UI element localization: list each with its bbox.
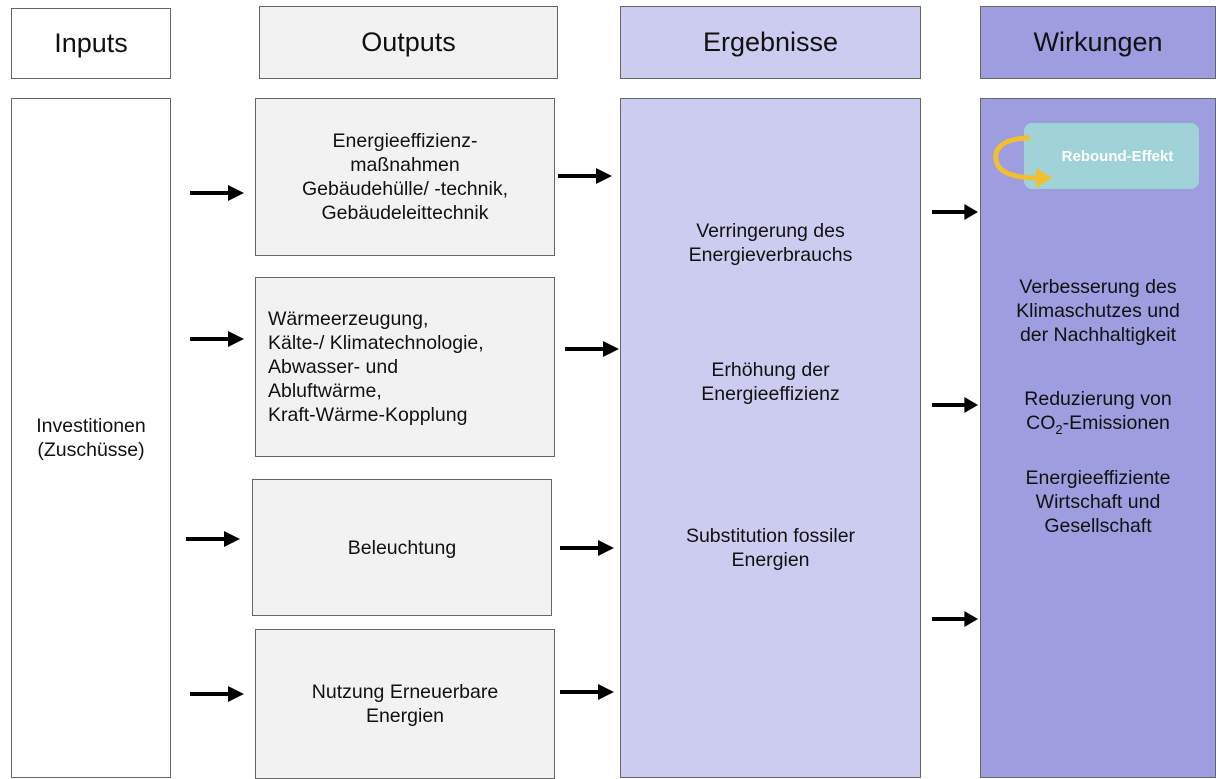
header-outputs: Outputs [259,6,558,79]
rebound-effekt-badge: Rebound-Effekt [1024,123,1199,189]
wirkung-line: Wirtschaft und [1035,491,1161,513]
arrow-right-icon [932,204,978,220]
output-line: Gebäudehülle/ -technik, [302,178,508,200]
header-inputs: Inputs [11,8,171,79]
output-line: maßnahmen [350,154,460,176]
output-box-energieeffizienz: Energieeffizienz- maßnahmen Gebäudehülle… [255,98,555,256]
emissionen-text: -Emissionen [1062,412,1170,434]
wirkung-line: Verbesserung des [1019,276,1177,298]
inputs-line: (Zuschüsse) [37,439,145,461]
output-box-erneuerbare: Nutzung Erneuerbare Energien [255,629,555,779]
ergebnis-item: Substitution fossiler Energien [621,524,920,572]
arrow-right-icon [932,397,978,413]
output-line: Kälte-/ Klimatechnologie, [268,332,484,354]
ergebnis-line: Energieverbrauchs [688,244,853,266]
ergebnis-item: Erhöhung der Energieeffizienz [621,358,920,406]
wirkung-wirtschaft: Energieeffiziente Wirtschaft und Gesells… [981,466,1215,538]
output-line: Abluftwärme, [268,380,382,402]
co2-subscript: 2 [1055,421,1063,437]
wirkung-klimaschutz: Verbesserung des Klimaschutzes und der N… [981,275,1215,347]
output-line: Wärmeerzeugung, [268,308,429,330]
arrow-right-icon [558,168,612,184]
wirkung-line: Energieeffiziente [1025,467,1171,489]
ergebnis-line: Energieeffizienz [701,383,840,405]
wirkung-line: Klimaschutzes und [1016,300,1180,322]
ergebnis-item: Verringerung des Energieverbrauchs [621,219,920,267]
output-line: Abwasser- und [268,356,399,378]
header-wirkungen: Wirkungen [980,6,1216,79]
output-line: Energien [365,705,445,727]
ergebnisse-column: Verringerung des Energieverbrauchs Erhöh… [620,98,921,778]
header-ergebnisse: Ergebnisse [620,6,921,79]
inputs-line: Investitionen [36,415,146,437]
wirkung-line: der Nachhaltigkeit [1019,324,1177,346]
wirkung-line: Reduzierung von [1024,388,1172,410]
output-line: Gebäudeleittechnik [321,202,489,224]
arrow-right-icon [190,331,244,347]
output-box-waermeerzeugung: Wärmeerzeugung, Kälte-/ Klimatechnologie… [255,277,555,457]
output-box-beleuchtung: Beleuchtung [252,479,552,616]
ergebnis-line: Energien [731,549,810,571]
arrow-right-icon [190,686,244,702]
ergebnis-line: Erhöhung der [711,359,830,381]
arrow-right-icon [932,611,978,627]
wirkung-line: Gesellschaft [1044,515,1152,537]
output-line: Nutzung Erneuerbare [311,681,499,703]
arrow-right-icon [560,540,614,556]
output-line: Beleuchtung [347,536,457,559]
arrow-right-icon [190,185,244,201]
wirkung-line: CO2-Emissionen [981,411,1215,442]
co-text: CO [1026,412,1056,434]
output-line: Kraft-Wärme-Kopplung [268,404,468,426]
output-line: Energieeffizienz- [332,130,478,152]
wirkung-co2: Reduzierung von CO2-Emissionen [981,387,1215,442]
rebound-label: Rebound-Effekt [1061,147,1174,165]
rebound-loop-arrow-icon [993,135,1052,188]
arrow-right-icon [565,341,619,357]
ergebnis-line: Substitution fossiler [685,525,856,547]
wirkungen-column: Verbesserung des Klimaschutzes und der N… [980,98,1216,778]
arrow-right-icon [560,684,614,700]
arrow-right-icon [186,531,240,547]
inputs-column: Investitionen (Zuschüsse) [11,98,171,778]
ergebnis-line: Verringerung des [696,220,845,242]
